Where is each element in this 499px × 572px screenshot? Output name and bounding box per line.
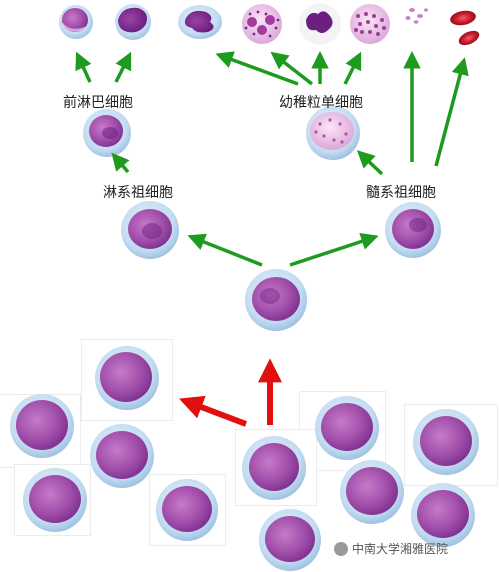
top-arrows [75, 51, 469, 167]
monocyte-cell-2 [178, 5, 222, 39]
cluster-cell [23, 468, 87, 532]
lymphoid-precursor-label: 前淋巴细胞 [63, 95, 133, 111]
watermark-text: 中南大学湘雅医院 [352, 542, 449, 556]
cluster-cell [315, 396, 379, 460]
myeloid-progenitor-label: 髓系祖细胞 [366, 185, 436, 201]
cluster-cell [156, 479, 218, 541]
lymphoid-progenitor-cell [121, 201, 179, 259]
myeloid-progenitor-cell [385, 202, 441, 258]
platelets-icon [405, 8, 428, 24]
cluster-cell [411, 483, 475, 547]
cluster-cell [259, 509, 321, 571]
cluster-cell [90, 424, 154, 488]
granulocyte-cell-2 [299, 3, 341, 45]
stem-cell-cluster [10, 346, 479, 571]
lymphocyte-cell-1 [59, 5, 93, 39]
granulocyte-cell-3 [350, 4, 390, 44]
mid-arrows [111, 150, 384, 176]
cluster-cell [10, 394, 74, 458]
lower-arrows [187, 232, 379, 267]
cluster-cell [413, 409, 479, 475]
lymphoid-precursor-cell [83, 109, 131, 157]
monocyte-cell-1 [115, 4, 151, 40]
wechat-icon [334, 541, 348, 556]
cluster-cell [95, 346, 159, 410]
cluster-cell [242, 436, 306, 500]
cluster-cell [340, 460, 404, 524]
watermark: 中南大学湘雅医院 [334, 540, 448, 557]
red-arrows [179, 358, 282, 427]
hematopoietic-stem-cell [245, 269, 307, 331]
red-blood-cells-icon [450, 10, 480, 46]
immature-granulocyte-label: 幼稚粒单细胞 [279, 95, 363, 111]
immature-granulocyte-cell [306, 106, 360, 160]
granulocyte-cell-1 [242, 4, 282, 44]
lymphoid-progenitor-label: 淋系祖细胞 [103, 185, 173, 201]
